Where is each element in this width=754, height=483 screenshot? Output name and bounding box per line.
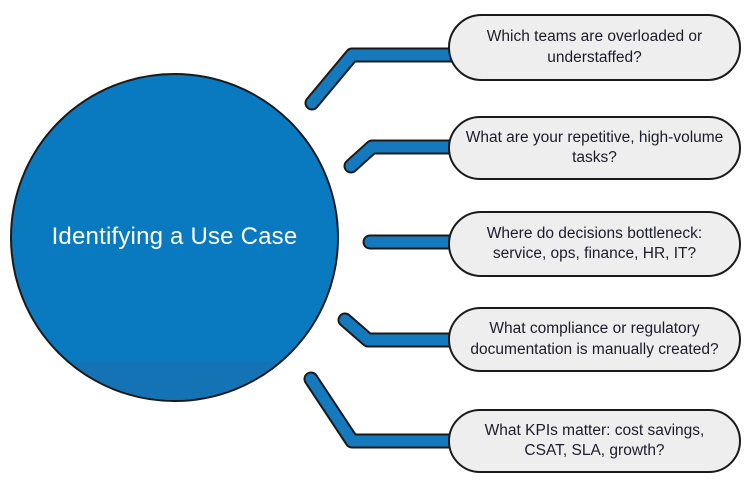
connector-4: [339, 314, 458, 346]
callout-label-2: What are your repetitive, high-volume ta…: [465, 128, 724, 166]
callout-label-4: What compliance or regulatory documentat…: [470, 320, 719, 358]
connector-1: [306, 49, 458, 109]
callout-box-3[interactable]: Where do decisions bottleneck: service, …: [448, 211, 741, 277]
hub-circle[interactable]: Identifying a Use Case: [10, 73, 339, 402]
connector-2: [345, 141, 458, 172]
hub-shade: [12, 362, 337, 400]
callout-label-5: What KPIs matter: cost savings, CSAT, SL…: [484, 421, 705, 459]
callout-box-5[interactable]: What KPIs matter: cost savings, CSAT, SL…: [448, 409, 741, 473]
callout-label-1: Which teams are overloaded or understaff…: [486, 28, 703, 66]
callout-box-2[interactable]: What are your repetitive, high-volume ta…: [448, 116, 741, 180]
callout-box-4[interactable]: What compliance or regulatory documentat…: [448, 307, 741, 372]
callout-label-3: Where do decisions bottleneck: service, …: [486, 224, 703, 262]
hub-label: Identifying a Use Case: [51, 223, 298, 251]
callout-box-1[interactable]: Which teams are overloaded or understaff…: [448, 14, 741, 81]
